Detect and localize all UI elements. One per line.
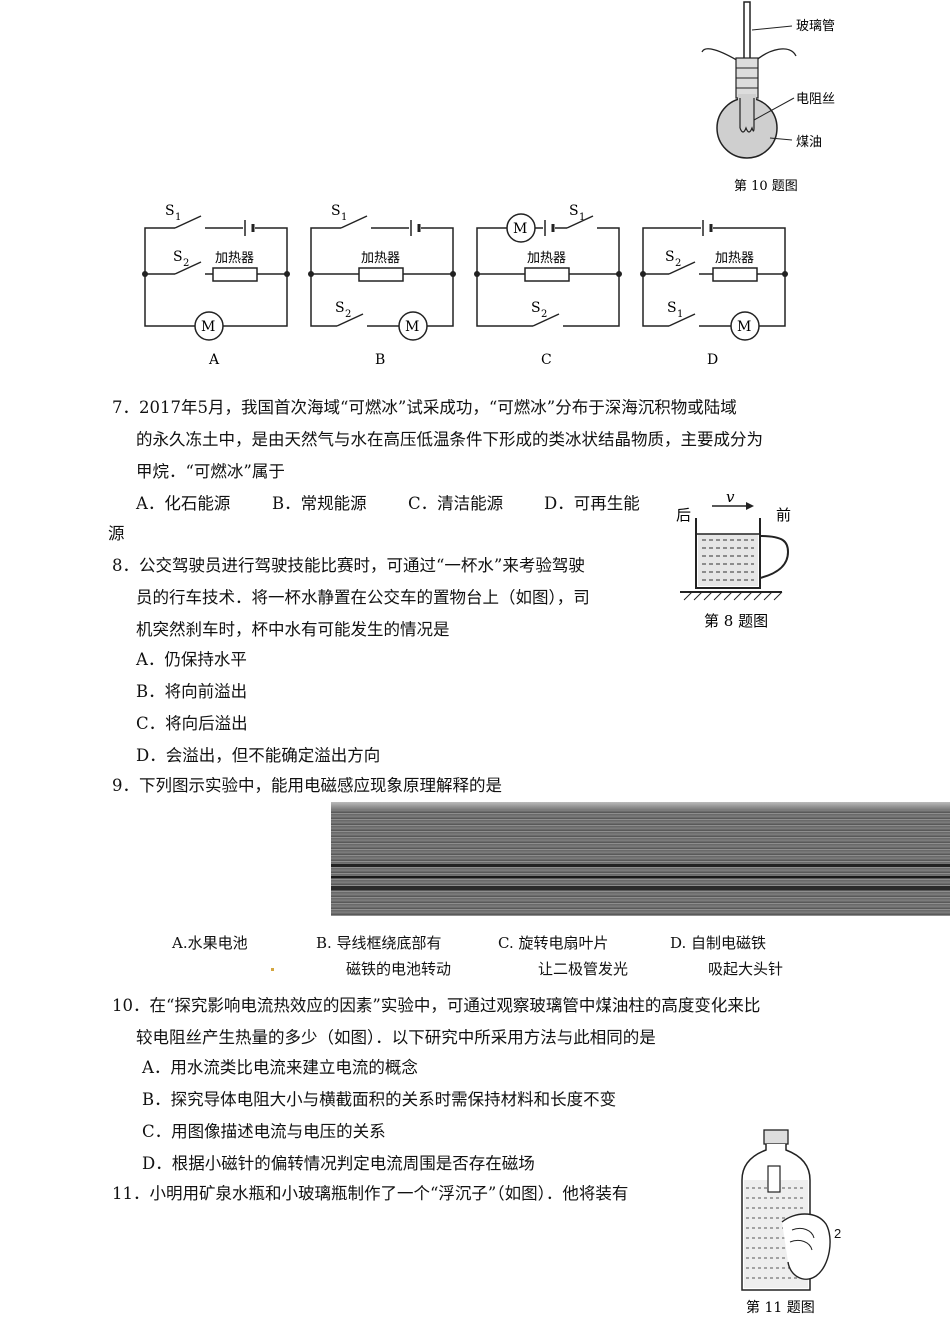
q7-option-d-wrap: 源	[108, 524, 125, 543]
q7-line2: 的永久冻土中，是由天然气与水在高压低温条件下形成的类冰状结晶物质，主要成分为	[136, 430, 763, 449]
fig10-label-glass-tube: 玻璃管	[796, 19, 835, 34]
svg-text:S: S	[665, 249, 675, 265]
option-label-b: B	[375, 352, 385, 368]
fig8-velocity-label: v	[726, 488, 735, 506]
q10-option-c: C．用图像描述电流与电压的关系	[142, 1122, 386, 1141]
svg-text:M: M	[405, 319, 419, 335]
q9-line1: 9．下列图示实验中，能用电磁感应现象原理解释的是	[112, 776, 502, 795]
svg-text:M: M	[737, 319, 751, 335]
q10-option-a: A．用水流类比电流来建立电流的概念	[142, 1058, 418, 1077]
q10-option-b: B．探究导体电阻大小与横截面积的关系时需保持材料和长度不变	[142, 1090, 617, 1109]
svg-text:1: 1	[677, 309, 683, 320]
q7-option-b: B．常规能源	[272, 494, 367, 513]
q8-line1: 8．公交驾驶员进行驾驶技能比赛时，可通过“一杯水”来考验驾驶	[112, 556, 585, 575]
svg-text:1: 1	[579, 212, 585, 223]
svg-text:2: 2	[541, 309, 547, 320]
svg-text:S: S	[569, 203, 579, 219]
svg-text:2: 2	[183, 258, 189, 269]
svg-text:M: M	[513, 221, 527, 237]
svg-text:加热器: 加热器	[715, 251, 754, 266]
q9-caption-c1: C. 旋转电扇叶片	[498, 934, 609, 952]
q7-option-d: D．可再生能	[544, 494, 640, 513]
svg-text:S: S	[331, 203, 341, 219]
q9-caption-b1: B. 导线框绕底部有	[316, 934, 442, 952]
svg-text:S: S	[335, 300, 345, 316]
fig11-bottle-diagram: 第 11 题图	[741, 1129, 831, 1316]
fig11-caption: 第 11 题图	[746, 1299, 815, 1316]
svg-text:S: S	[667, 300, 677, 316]
fig10-label-kerosene: 煤油	[796, 135, 822, 150]
page-number: 2	[834, 1226, 842, 1241]
q8-option-c: C．将向后溢出	[136, 714, 248, 733]
stray-dot	[271, 968, 274, 971]
svg-text:加热器: 加热器	[361, 251, 400, 266]
q8-option-b: B．将向前溢出	[136, 682, 248, 701]
svg-text:1: 1	[175, 212, 181, 223]
q8-line3: 机突然刹车时，杯中水有可能发生的情况是	[136, 620, 450, 639]
svg-text:2: 2	[675, 258, 681, 269]
q7-line1: 7．2017年5月，我国首次海域“可燃冰”试采成功，“可燃冰”分布于深海沉积物或…	[112, 398, 737, 417]
svg-text:1: 1	[341, 212, 347, 223]
q8-option-a: A．仍保持水平	[136, 650, 247, 669]
q9-caption-b2: 磁铁的电池转动	[346, 960, 452, 978]
q9-caption-c2: 让二极管发光	[538, 960, 629, 978]
svg-text:S: S	[165, 203, 175, 219]
q10-option-d: D．根据小磁针的偏转情况判定电流周围是否存在磁场	[142, 1154, 535, 1173]
svg-text:2: 2	[345, 309, 351, 320]
fig10-flask-diagram: 玻璃管 电阻丝 煤油 第 10 题图	[701, 1, 835, 194]
q9-corrupted-figure-strip	[331, 802, 950, 916]
q7-option-c: C．清洁能源	[408, 494, 504, 513]
q9-caption-d1: D. 自制电磁铁	[670, 934, 767, 952]
fig8-caption: 第 8 题图	[704, 612, 768, 630]
option-label-c: C	[541, 352, 552, 368]
fig10-caption: 第 10 题图	[734, 179, 798, 194]
q8-line2: 员的行车技术．将一杯水静置在公交车的置物台上（如图），司	[136, 588, 590, 607]
q10-line2: 较电阻丝产生热量的多少（如图）．以下研究中所采用方法与此相同的是	[136, 1028, 656, 1047]
q7-line3: 甲烷．“可燃冰”属于	[136, 462, 285, 481]
q10-line1: 10．在“探究影响电流热效应的因素”实验中，可通过观察玻璃管中煤油柱的高度变化来…	[112, 996, 761, 1015]
fig8-label-front: 前	[776, 506, 791, 524]
svg-text:S: S	[173, 249, 183, 265]
fig10-label-resistance-wire: 电阻丝	[796, 92, 835, 107]
fig8-cup-diagram: 后 前 v 第 8 题图	[676, 488, 791, 630]
q7-option-a: A．化石能源	[136, 494, 231, 513]
option-label-a: A	[208, 352, 220, 368]
svg-text:M: M	[201, 319, 215, 335]
svg-text:加热器: 加热器	[527, 251, 566, 266]
svg-text:加热器: 加热器	[215, 251, 254, 266]
q9-caption-d2: 吸起大头针	[708, 960, 784, 978]
q9-caption-a: A.水果电池	[172, 934, 248, 952]
option-label-d: D	[707, 352, 718, 368]
fig8-label-back: 后	[676, 506, 691, 524]
svg-text:S: S	[531, 300, 541, 316]
q8-option-d: D．会溢出，但不能确定溢出方向	[136, 746, 381, 765]
q11-line1: 11．小明用矿泉水瓶和小玻璃瓶制作了一个“浮沉子”（如图）．他将装有	[112, 1184, 629, 1203]
